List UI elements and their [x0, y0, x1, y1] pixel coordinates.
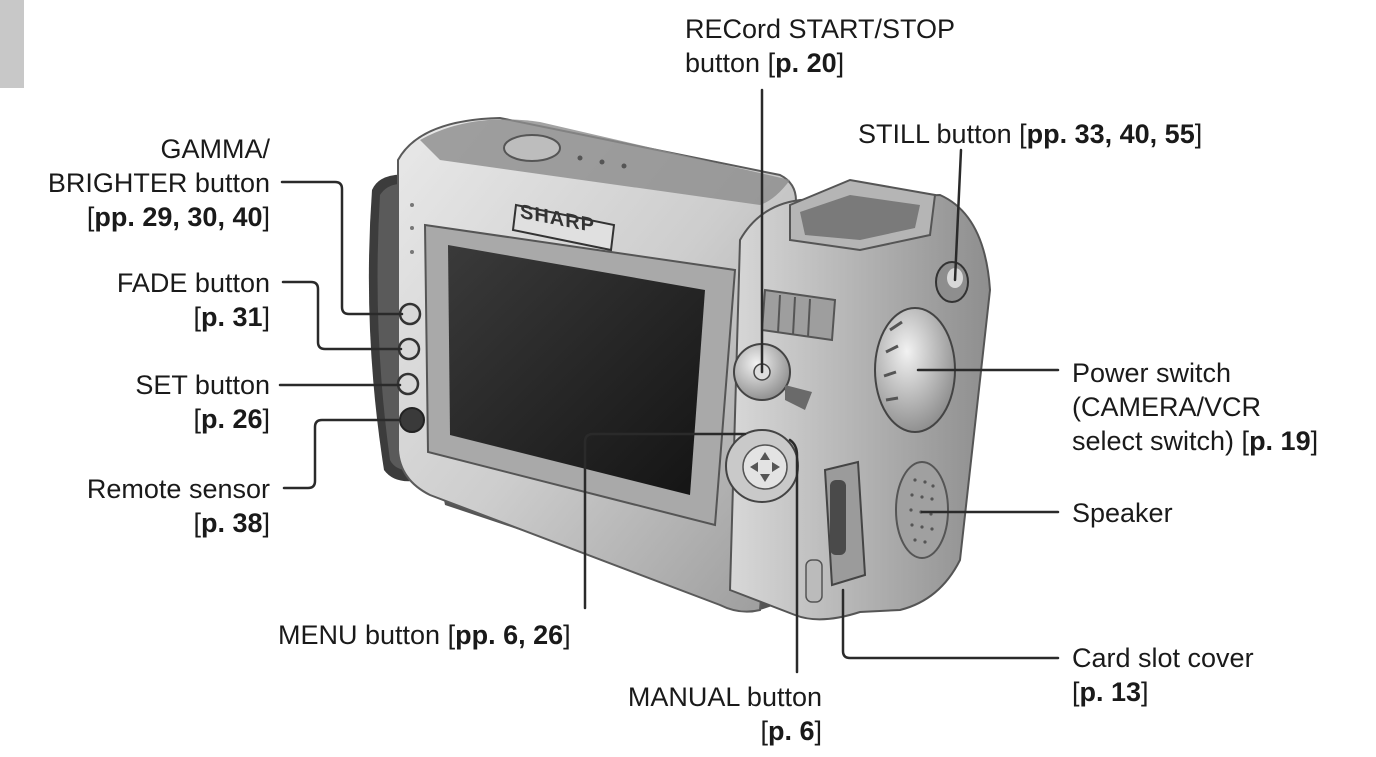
- label-manual-button: MANUAL button [p. 6]: [586, 680, 822, 748]
- fade-label-text: FADE button: [116, 268, 270, 298]
- power-label-line3: select switch) [p. 19]: [1072, 426, 1319, 456]
- card-page-ref: p. 13: [1079, 677, 1142, 707]
- power-label-line3-text: select switch): [1072, 426, 1235, 456]
- label-set-button: SET button [p. 26]: [135, 368, 270, 436]
- power-page-ref: p. 19: [1249, 426, 1311, 456]
- manual-label-text: MANUAL button: [627, 682, 822, 712]
- label-gamma-brighter: GAMMA/ BRIGHTER button [pp. 29, 30, 40]: [48, 132, 270, 234]
- label-fade-button: FADE button [p. 31]: [117, 266, 270, 334]
- record-page-ref: p. 20: [775, 48, 837, 78]
- menu-page-ref: pp. 6, 26: [455, 620, 564, 650]
- fade-page-ref-line: [p. 31]: [193, 302, 270, 332]
- manual-page-ref-line: [p. 6]: [760, 716, 822, 746]
- remote-page-ref-line: [p. 38]: [193, 508, 270, 538]
- fade-page-ref: p. 31: [200, 302, 263, 332]
- power-label-line1: Power switch: [1072, 358, 1232, 388]
- power-label-line2: (CAMERA/VCR: [1072, 392, 1262, 422]
- label-card-slot-cover: Card slot cover [p. 13]: [1072, 641, 1254, 709]
- still-page-ref: pp. 33, 40, 55: [1026, 119, 1195, 149]
- leader-card: [841, 588, 1060, 660]
- leader-menu: [583, 432, 747, 610]
- label-still-button: STILL button [pp. 33, 40, 55]: [858, 119, 1203, 149]
- card-page-ref-line: [p. 13]: [1072, 677, 1149, 707]
- lcd-monitor: [423, 223, 737, 527]
- side-buttons: [396, 302, 425, 433]
- record-label-line1: RECord START/STOP: [685, 14, 956, 44]
- leader-lines: [278, 88, 1060, 674]
- set-label-text: SET button: [135, 370, 270, 400]
- label-menu-button: MENU button [pp. 6, 26]: [278, 620, 571, 650]
- page-tab-marker: [0, 0, 24, 88]
- remote-label-text: Remote sensor: [86, 474, 270, 504]
- leader-remote: [282, 418, 402, 490]
- gamma-page-ref: pp. 29, 30, 40: [94, 202, 263, 232]
- remote-page-ref: p. 38: [200, 508, 263, 538]
- label-remote-sensor: Remote sensor [p. 38]: [87, 472, 270, 540]
- record-label-text: button: [685, 48, 761, 78]
- label-speaker: Speaker: [1072, 498, 1173, 528]
- menu-label-text: MENU button: [278, 620, 441, 650]
- leader-still: [953, 148, 963, 282]
- leader-manual: [788, 438, 799, 674]
- manual-page-ref: p. 6: [767, 716, 815, 746]
- still-label-text: STILL button: [858, 119, 1012, 149]
- gamma-page-ref-line: [pp. 29, 30, 40]: [86, 202, 270, 232]
- record-label-line2: button [p. 20]: [685, 48, 845, 78]
- label-power-switch: Power switch (CAMERA/VCR select switch) …: [1072, 356, 1318, 458]
- set-page-ref: p. 26: [200, 404, 263, 434]
- leader-fade: [281, 280, 403, 351]
- camcorder-right-side: [725, 178, 992, 621]
- leader-gamma: [280, 180, 404, 316]
- label-record-start-stop: RECord START/STOP button [p. 20]: [685, 12, 955, 80]
- gamma-label-line2: BRIGHTER button: [47, 168, 270, 198]
- gamma-label-line1: GAMMA/: [160, 134, 270, 164]
- set-page-ref-line: [p. 26]: [193, 404, 270, 434]
- brand-plate: [511, 203, 616, 252]
- card-label-text: Card slot cover: [1072, 643, 1254, 673]
